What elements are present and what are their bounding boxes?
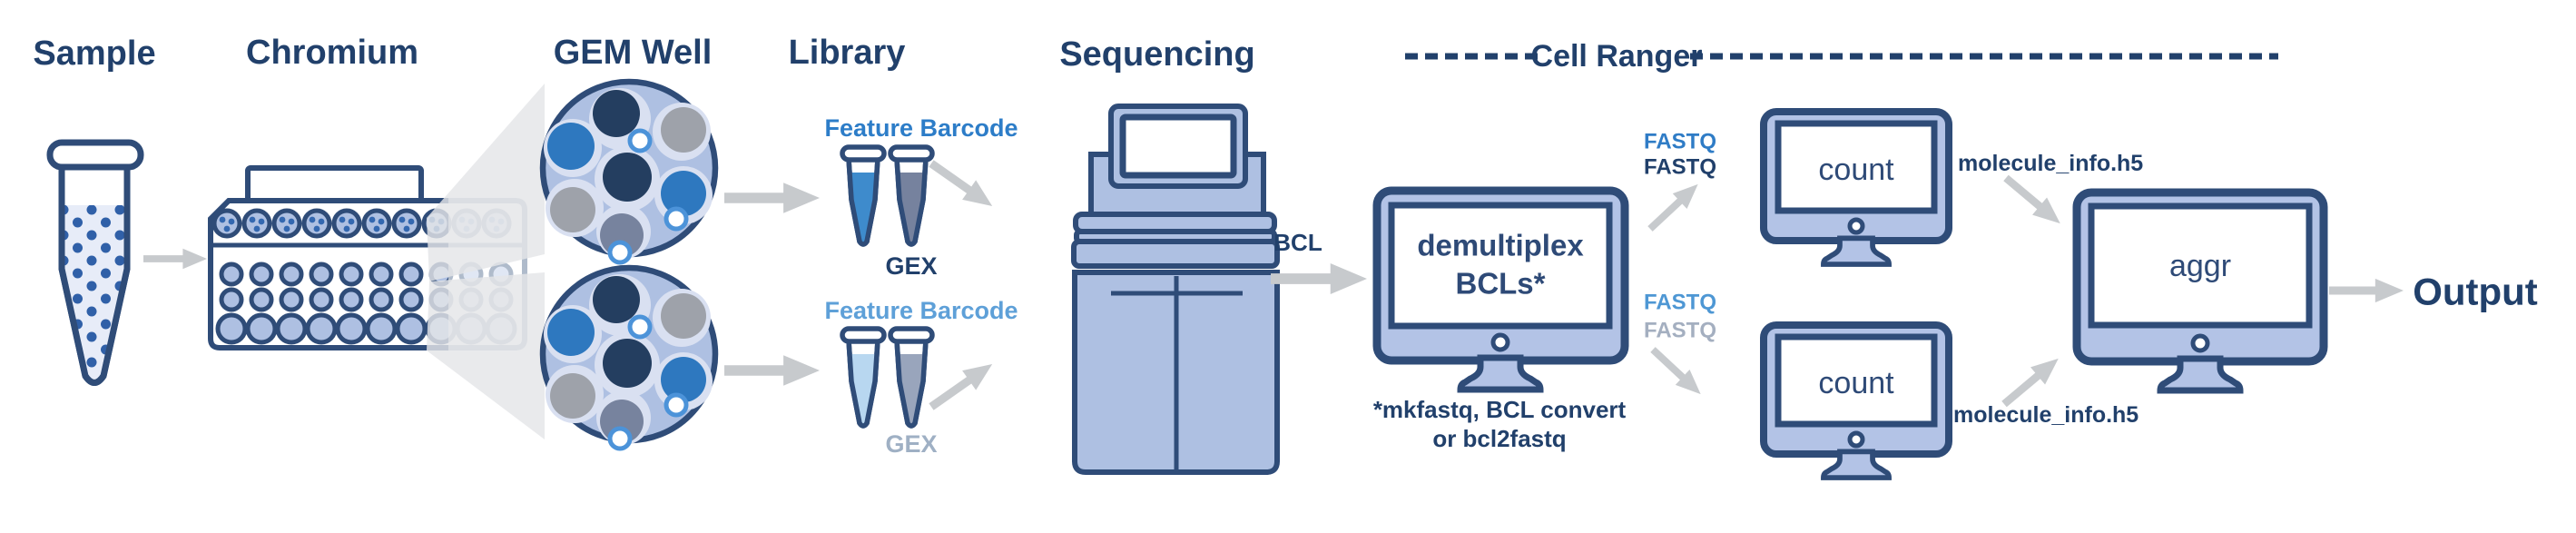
arrow-count-top-to-aggr-icon xyxy=(1998,169,2068,232)
output-label: Output xyxy=(2413,271,2538,313)
chromium-section: Chromium xyxy=(208,34,545,439)
zoom-wedge-bottom xyxy=(427,272,545,439)
sample-title: Sample xyxy=(33,35,155,73)
sequencing-title: Sequencing xyxy=(1059,35,1254,74)
gem-well-bottom-icon xyxy=(543,268,715,449)
library-section: Library Feature Barcode GEX Feature Barc… xyxy=(789,34,1018,458)
arrow-library-bottom-to-sequencing-icon xyxy=(924,354,999,417)
gex-label-top: GEX xyxy=(885,252,937,280)
footnote-line2: or bcl2fastq xyxy=(1432,425,1566,452)
count-step-top: count molecule_info.h5 xyxy=(1760,108,2143,264)
library-tube-feature-top-icon xyxy=(842,147,884,244)
chromium-title: Chromium xyxy=(246,34,418,72)
bcl-label: BCL xyxy=(1273,229,1322,256)
count-step-bottom: count molecule_info.h5 xyxy=(1760,321,2138,478)
aggr-label: aggr xyxy=(2169,249,2231,283)
arrow-fastq-bottom-icon xyxy=(1646,341,1708,402)
sequencer-icon xyxy=(1071,104,1280,475)
molecule-info-top-label: molecule_info.h5 xyxy=(1958,151,2143,176)
arrow-gem-top-to-library-icon xyxy=(724,183,820,213)
sample-tube-icon xyxy=(46,139,144,386)
monitor-count-top-icon xyxy=(1760,108,1952,264)
sequencing-section: Sequencing xyxy=(1059,35,1280,475)
demultiplex-step: BCL demultiplex BCLs* *mkfastq, BCL conv… xyxy=(1271,186,1629,452)
fastq-top-line2: FASTQ xyxy=(1644,155,1716,180)
fastq-labels: FASTQ FASTQ FASTQ FASTQ xyxy=(1643,130,1716,402)
cell-ranger-title: Cell Ranger xyxy=(1531,39,1703,74)
arrow-gem-bottom-to-library-icon xyxy=(724,355,820,386)
feature-barcode-label-bottom: Feature Barcode xyxy=(824,297,1018,324)
zoom-wedge-top xyxy=(427,84,545,281)
sample-section: Sample xyxy=(33,35,207,386)
count-bottom-label: count xyxy=(1818,366,1894,400)
library-tube-gex-top-icon xyxy=(890,147,932,244)
monitor-aggr-icon xyxy=(2072,188,2328,390)
gem-well-top-icon xyxy=(543,82,715,262)
arrow-fastq-top-icon xyxy=(1643,176,1706,237)
footnote-line1: *mkfastq, BCL convert xyxy=(1373,396,1627,423)
fastq-bottom-line1: FASTQ xyxy=(1644,291,1716,315)
arrow-sample-to-chromium-icon xyxy=(143,248,207,270)
library-tube-gex-bottom-icon xyxy=(890,329,932,426)
molecule-info-bottom-label: molecule_info.h5 xyxy=(1953,402,2138,428)
fastq-top-line1: FASTQ xyxy=(1644,130,1716,154)
monitor-demultiplex-icon xyxy=(1372,186,1629,390)
arrow-library-top-to-sequencing-icon xyxy=(924,153,999,216)
demultiplex-line1: demultiplex xyxy=(1417,229,1584,262)
monitor-count-bottom-icon xyxy=(1760,321,1952,478)
cell-ranger-header: Cell Ranger xyxy=(1405,39,2278,74)
library-title: Library xyxy=(789,34,906,72)
gem-well-section: GEM Well xyxy=(543,34,820,449)
aggr-step: aggr Output xyxy=(2072,188,2538,390)
gem-well-title: GEM Well xyxy=(554,34,713,72)
fastq-bottom-line2: FASTQ xyxy=(1644,319,1716,343)
gex-label-bottom: GEX xyxy=(885,430,937,458)
library-tube-feature-bottom-icon xyxy=(842,329,884,426)
demultiplex-line2: BCLs* xyxy=(1455,267,1545,301)
arrow-aggr-to-output-icon xyxy=(2329,278,2404,303)
count-top-label: count xyxy=(1818,153,1894,187)
feature-barcode-label-top: Feature Barcode xyxy=(824,114,1018,142)
arrow-bcl-icon xyxy=(1271,263,1367,294)
